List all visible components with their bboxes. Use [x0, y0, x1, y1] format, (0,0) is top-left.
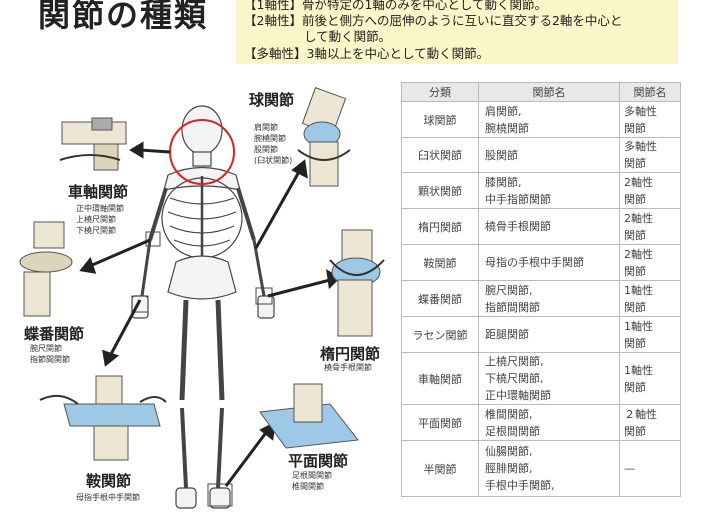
plane-joint-model	[259, 383, 359, 449]
joint-names-cell: 椎間関節,足根間関節	[478, 404, 620, 441]
axis-legend-box	[236, 0, 678, 64]
ball-joint-label: 球関節	[249, 91, 295, 109]
legend-line-biaxial: 【2軸性】前後と側方への屈伸のように互いに直交する2軸を中心と	[244, 13, 623, 28]
classification-cell: 車軸関節	[401, 352, 479, 405]
axis-cell: 1軸性関節	[619, 316, 681, 353]
axis-cell: —	[619, 440, 681, 497]
header-classification: 分類	[401, 82, 479, 102]
hinge-joint-model	[19, 221, 73, 317]
header-joint-name: 関節名	[478, 82, 620, 102]
axis-cell: 2軸性関節	[619, 172, 681, 209]
header-axis: 関節名	[619, 82, 681, 102]
classification-cell: ラセン関節	[401, 316, 479, 353]
joint-names-cell: 膝関節,中手指節関節	[478, 172, 620, 209]
axis-cell: 2軸性関節	[619, 208, 681, 245]
axis-cell: 多軸性関節	[619, 137, 681, 173]
joint-names-cell: 母指の手根中手関節	[478, 244, 620, 281]
table-header-row: 分類 関節名 関節名	[401, 82, 681, 102]
pivot-joint-label: 車軸関節	[68, 183, 129, 201]
classification-cell: 平面関節	[401, 404, 479, 441]
ball-joint-examples: 肩関節腕橈関節 股関節(臼状関節)	[254, 123, 293, 165]
classification-cell: 蝶番関節	[401, 280, 479, 317]
joint-highlight-boxes	[131, 231, 273, 507]
ball-joint-model	[297, 87, 351, 187]
legend-line-multiaxial: 【多軸性】3軸以上を中心として動く関節。	[244, 46, 490, 61]
classification-cell: 顆状関節	[401, 172, 479, 209]
classification-cell: 鞍関節	[401, 244, 479, 281]
classification-cell: 半関節	[401, 440, 479, 497]
ellipsoid-joint-examples: 橈骨手根関節	[324, 363, 372, 372]
classification-cell: 楕円関節	[401, 208, 479, 245]
pointer-arrows	[79, 141, 341, 487]
axis-cell: 1軸性関節	[619, 352, 681, 405]
classification-cell: 球関節	[401, 101, 479, 138]
ellipsoid-joint-model	[329, 229, 385, 337]
joint-classification-table: 分類 関節名 関節名 球関節肩関節,腕橈関節多軸性関節臼状関節股関節多軸性関節顆…	[401, 82, 681, 497]
legend-line-biaxial-cont: して動く関節。	[304, 29, 392, 44]
joint-illustration	[19, 87, 385, 509]
joint-names-cell: 肩関節,腕橈関節	[478, 101, 620, 138]
joint-names-cell: 仙腸関節,脛腓関節,手根中手関節,	[478, 440, 620, 497]
legend-line-uniaxial: 【1軸性】骨が特定の1軸のみを中心として動く関節。	[244, 0, 548, 12]
plane-joint-examples: 足根間関節椎間関節	[292, 471, 332, 491]
plane-joint-label: 平面関節	[288, 452, 349, 470]
joint-names-cell: 橈骨手根関節	[478, 208, 620, 245]
classification-cell: 臼状関節	[401, 137, 479, 173]
pivot-joint-examples: 正中環軸関節上橈尺関節 下橈尺関節	[76, 204, 124, 235]
saddle-joint-model	[39, 375, 167, 461]
axis-cell: 1軸性関節	[619, 280, 681, 317]
saddle-joint-label: 鞍関節	[86, 472, 132, 490]
joint-names-cell: 距腿関節	[478, 316, 620, 353]
axis-cell: ２軸性関節	[619, 404, 681, 441]
table-row: 球関節肩関節,腕橈関節多軸性関節	[401, 101, 681, 138]
table-row: 半関節仙腸関節,脛腓関節,手根中手関節,—	[401, 440, 681, 497]
table-row: 臼状関節股関節多軸性関節	[401, 137, 681, 173]
saddle-joint-examples: 母指手根中手関節	[76, 493, 140, 502]
page-title: 関節の種類	[38, 0, 209, 34]
axis-cell: 2軸性関節	[619, 244, 681, 281]
skeleton-illustration	[131, 105, 275, 509]
joint-names-cell: 腕尺関節,指節間関節	[478, 280, 620, 317]
table-body: 球関節肩関節,腕橈関節多軸性関節臼状関節股関節多軸性関節顆状関節膝関節,中手指節…	[401, 101, 681, 497]
hinge-joint-label: 蝶番関節	[24, 325, 85, 343]
joint-names-cell: 上橈尺関節,下橈尺関節,正中環軸関節	[478, 352, 620, 405]
axis-cell: 多軸性関節	[619, 101, 681, 138]
joint-names-cell: 股関節	[478, 137, 620, 173]
ellipsoid-joint-label: 楕円関節	[320, 345, 381, 363]
hinge-joint-examples: 腕尺関節指節間関節	[30, 344, 70, 364]
pivot-joint-model	[59, 117, 127, 171]
